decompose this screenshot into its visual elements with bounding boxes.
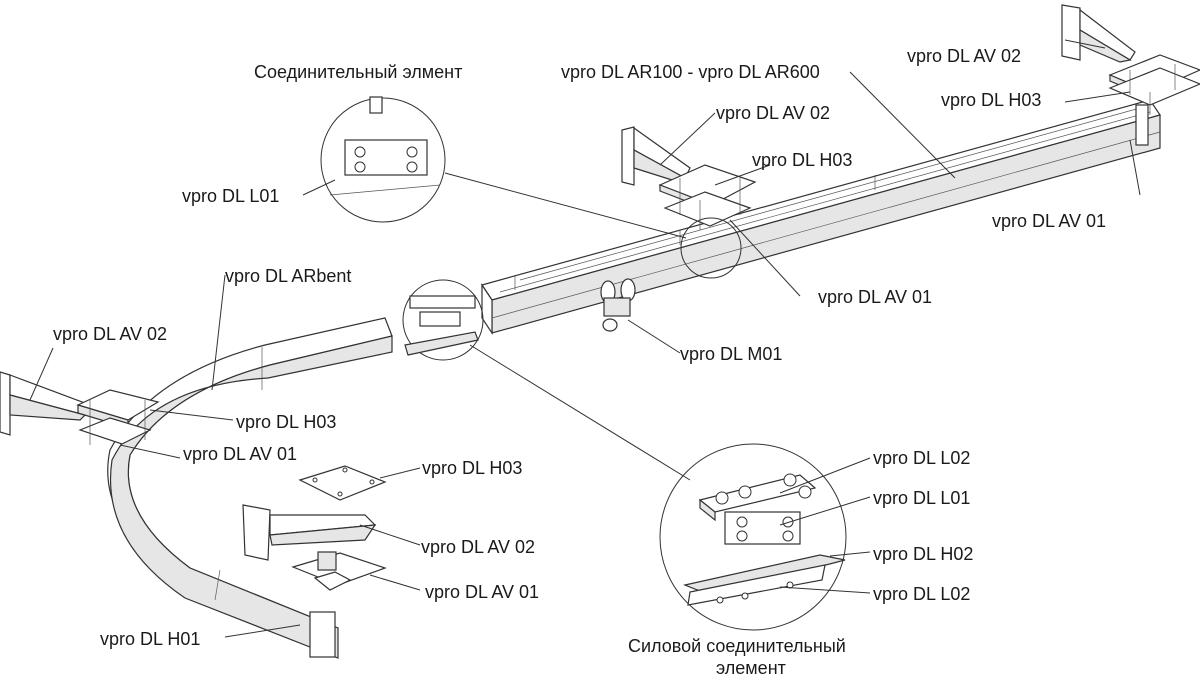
label-h03-top-right: vpro DL H03: [941, 90, 1041, 110]
bracket-av02-exploded: [242, 504, 377, 561]
bracket-av02-top-right: [1061, 4, 1136, 63]
label-m01: vpro DL M01: [680, 344, 782, 364]
plate-h03-mid: [658, 164, 757, 230]
detail-power-connector-circle: [659, 443, 847, 631]
label-av01-left: vpro DL AV 01: [183, 444, 297, 464]
label-av01-mid: vpro DL AV 01: [818, 287, 932, 307]
label-av01-right: vpro DL AV 01: [992, 211, 1106, 231]
label-av02-mid: vpro DL AV 02: [716, 103, 830, 123]
label-av02-exploded: vpro DL AV 02: [421, 537, 535, 557]
label-connector-title: Соединительный элмент: [254, 62, 462, 82]
label-av01-exploded: vpro DL AV 01: [425, 582, 539, 602]
detail-connector-circle: [320, 96, 446, 223]
clamp-av01-exploded: [291, 551, 387, 591]
detail-marker-connector: [680, 217, 742, 279]
label-h03-exploded: vpro DL H03: [422, 458, 522, 478]
label-l01-detail: vpro DL L01: [873, 488, 970, 508]
plate-h03-top-right: [1108, 54, 1200, 146]
label-l02-bottom: vpro DL L02: [873, 584, 970, 604]
trolley-m01: [600, 278, 636, 332]
label-rail-range: vpro DL AR100 - vpro DL AR600: [561, 62, 820, 82]
label-av02-left: vpro DL AV 02: [53, 324, 167, 344]
label-av02-top-right: vpro DL AV 02: [907, 46, 1021, 66]
straight-rail: [481, 99, 1161, 335]
label-power-connector-line1: Силовой соединительный: [628, 636, 846, 656]
label-h01: vpro DL H01: [100, 629, 200, 649]
bracket-av02-left: [0, 371, 91, 436]
bracket-av02-mid: [621, 126, 691, 186]
leader-power: [469, 344, 691, 481]
plate-h03-exploded: [298, 465, 387, 501]
label-h02: vpro DL H02: [873, 544, 973, 564]
leader-lines: [29, 39, 1141, 638]
label-arbent: vpro DL ARbent: [225, 266, 351, 286]
plate-h03-left: [76, 389, 160, 445]
label-l02-top: vpro DL L02: [873, 448, 970, 468]
label-power-connector-line2: элемент: [716, 658, 786, 678]
label-h03-mid: vpro DL H03: [752, 150, 852, 170]
label-h03-left: vpro DL H03: [236, 412, 336, 432]
leader-connector: [444, 172, 687, 239]
label-l01-left: vpro DL L01: [182, 186, 279, 206]
labels: Соединительный элмент vpro DL AR100 - vp…: [53, 46, 1106, 678]
detail-small-power-circle: [402, 279, 484, 361]
